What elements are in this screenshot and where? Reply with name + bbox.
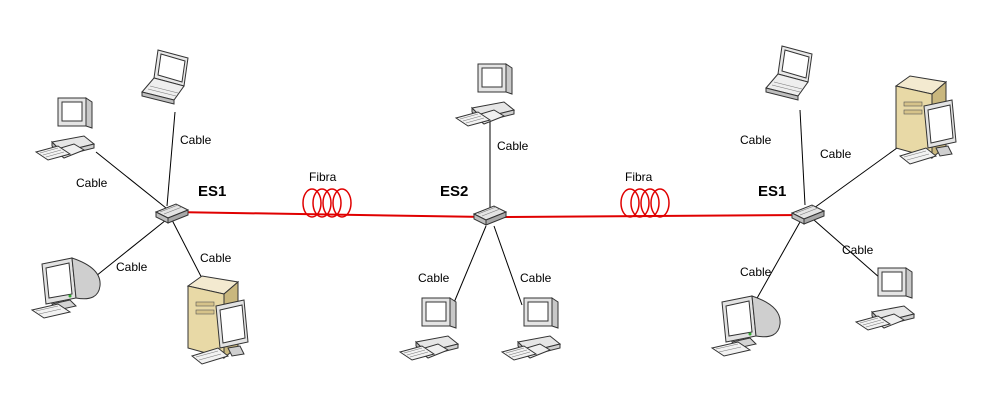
laptop-icon-r1	[765, 45, 813, 101]
cable-link-c2	[452, 225, 487, 306]
cable-link-r3	[755, 221, 801, 301]
cable-label-r2: Cable	[820, 147, 852, 161]
hub-label-right: ES1	[758, 183, 786, 200]
fiber-coil-icon-left	[302, 188, 352, 218]
crt-monitor-icon-l3	[31, 257, 101, 319]
crt-monitor-icon-r3	[711, 295, 781, 357]
desktop-computer-icon-r4	[855, 267, 915, 331]
network-switch-icon-center	[473, 205, 507, 226]
cable-label-r1: Cable	[740, 133, 772, 147]
cable-label-c2: Cable	[418, 271, 450, 285]
cable-link-r1	[799, 109, 806, 206]
cable-label-c3: Cable	[520, 271, 552, 285]
tower-workstation-icon-l4	[187, 275, 249, 365]
desktop-computer-icon-l1	[35, 97, 95, 161]
cable-link-l3	[95, 219, 167, 277]
cable-label-l4: Cable	[200, 251, 232, 265]
desktop-computer-icon-c1	[455, 63, 515, 127]
cable-link-c3	[493, 225, 523, 306]
tower-workstation-icon-r2	[895, 75, 957, 165]
fiber-label-left: Fibra	[309, 170, 337, 184]
fiber-coil-icon-right	[620, 188, 670, 218]
fiber-label-right: Fibra	[625, 170, 653, 184]
cable-link-l1	[95, 151, 167, 209]
network-switch-icon-left	[155, 203, 189, 224]
cable-label-l2: Cable	[180, 133, 212, 147]
cable-label-r4: Cable	[842, 243, 874, 257]
cable-label-l1: Cable	[76, 176, 108, 190]
cable-link-r2	[813, 147, 898, 209]
cable-link-r4	[813, 219, 881, 279]
cable-label-r3: Cable	[740, 265, 772, 279]
network-switch-icon-right	[791, 204, 825, 225]
hub-label-center: ES2	[440, 183, 468, 200]
cable-link-l2	[166, 111, 176, 207]
desktop-computer-icon-c3	[501, 297, 561, 361]
fiber-link-left	[171, 211, 488, 218]
hub-label-left: ES1	[198, 183, 226, 200]
cable-label-l3: Cable	[116, 260, 148, 274]
laptop-icon-l2	[141, 49, 189, 105]
desktop-computer-icon-c2	[399, 297, 459, 361]
cable-label-c1: Cable	[497, 139, 529, 153]
